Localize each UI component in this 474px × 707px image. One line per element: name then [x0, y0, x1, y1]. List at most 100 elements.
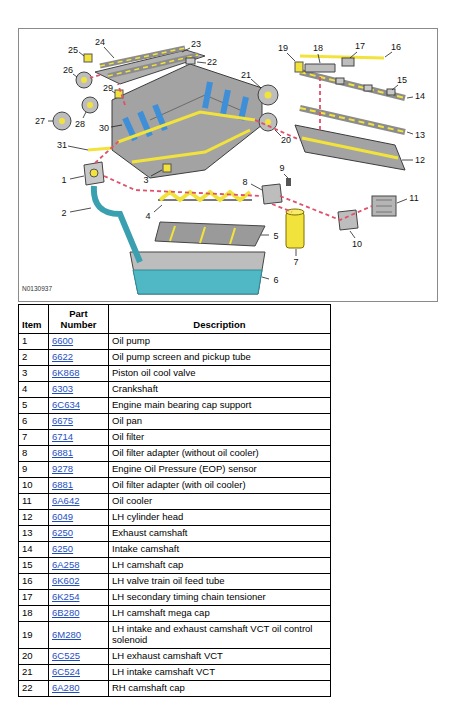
- rh-vct-gear: [82, 97, 98, 113]
- leader-line: [407, 97, 413, 98]
- rh-vct-gear: [53, 72, 98, 130]
- callout-number: 25: [68, 46, 78, 55]
- table-cell: 6675: [48, 413, 109, 430]
- item-number: 10: [22, 480, 33, 491]
- table-header: Item: [22, 320, 42, 331]
- table-cell: 6B280: [48, 605, 109, 622]
- item-number: 21: [22, 667, 33, 678]
- part-description: LH camshaft mega cap: [112, 608, 210, 619]
- callout-number: 20: [281, 136, 291, 145]
- part-number: 6C634: [52, 400, 80, 411]
- table-cell: Oil pump screen and pickup tube: [108, 349, 331, 366]
- part-number: 6250: [52, 528, 73, 539]
- leader-line: [68, 146, 88, 150]
- part-number: 6714: [52, 432, 73, 443]
- rh-vct-gear: [76, 72, 92, 88]
- callout-number: 18: [313, 44, 323, 53]
- crankshaft: [158, 164, 252, 200]
- table-cell: 3: [18, 365, 49, 382]
- table-cell: 6881: [48, 477, 109, 494]
- table-cell: 6600: [48, 333, 109, 350]
- part-number: 9278: [52, 464, 73, 475]
- part-description: Oil filter: [112, 432, 144, 443]
- item-number: 2: [22, 352, 27, 363]
- table-cell: 6: [18, 413, 49, 430]
- table-cell: 6250: [48, 525, 109, 542]
- part-number: 6K602: [52, 576, 79, 587]
- bearing-cap-support: [230, 228, 235, 244]
- table-cell: 6M280: [48, 621, 109, 649]
- part-description: Engine Oil Pressure (EOP) sensor: [112, 464, 257, 475]
- part-number: 6881: [52, 480, 73, 491]
- item-number: 12: [22, 512, 33, 523]
- oil-filter: [262, 184, 282, 204]
- lh-vct-gear: [265, 119, 271, 125]
- leader-line: [48, 47, 413, 279]
- oil-filter: [286, 178, 291, 186]
- callout-number: 26: [63, 66, 73, 75]
- table-cell: Piston oil cool valve: [108, 365, 331, 382]
- callout-number: 14: [415, 92, 425, 101]
- table-cell: Engine main bearing cap support: [108, 397, 331, 414]
- table-cell: LH camshaft cap: [108, 557, 331, 574]
- rh-cylinder-head: [186, 58, 195, 64]
- leader-line: [287, 53, 295, 61]
- leader-line: [262, 277, 269, 279]
- oil-pan: [133, 270, 262, 294]
- figure-frame: [19, 29, 438, 302]
- table-cell: 21: [18, 664, 49, 681]
- table-cell: 6622: [48, 349, 109, 366]
- lh-cylinder-head: [300, 108, 405, 132]
- oil-flow-line: [104, 176, 262, 196]
- oil-pan: [130, 252, 265, 294]
- oil-flow-line: [90, 75, 372, 220]
- callout-number: 28: [75, 120, 85, 129]
- item-number: 11: [22, 496, 32, 507]
- oil-pump: [90, 169, 98, 177]
- table-cell: 6C525: [48, 648, 109, 665]
- item-number: 5: [22, 400, 27, 411]
- leader-line: [79, 52, 84, 56]
- table-cell: 6A280: [48, 680, 109, 697]
- table-cell: 11: [18, 493, 49, 510]
- part-description: LH camshaft cap: [112, 560, 183, 571]
- item-number: 9: [22, 464, 27, 475]
- part-description: Engine main bearing cap support: [112, 400, 251, 411]
- part-description: Oil cooler: [112, 496, 152, 507]
- callout-number: 17: [355, 42, 365, 51]
- engine-block: [205, 82, 210, 108]
- leader-line: [197, 62, 206, 63]
- part-description: Oil pump screen and pickup tube: [112, 352, 251, 363]
- item-number: 22: [22, 683, 33, 694]
- oil-flow-line: [255, 120, 300, 140]
- callout-number: 2: [61, 209, 66, 218]
- lh-cylinder-head: [336, 78, 344, 84]
- leader-line: [70, 176, 84, 179]
- oil-flow-line: [118, 84, 125, 105]
- part-number: 6A280: [52, 683, 79, 694]
- table-cell: 6250: [48, 541, 109, 558]
- lh-cylinder-head: [387, 89, 395, 95]
- item-number: 4: [22, 384, 27, 395]
- lh-vct-gear: [265, 92, 272, 99]
- leader-line: [182, 48, 190, 52]
- table-cell: 17: [18, 589, 49, 606]
- leader-line: [251, 79, 261, 88]
- table-cell: Oil pump: [108, 333, 331, 350]
- table-cell: 6A642: [48, 493, 109, 510]
- part-description: Crankshaft: [112, 384, 158, 395]
- item-number: 13: [22, 528, 33, 539]
- table-cell: 6K254: [48, 589, 109, 606]
- table-cell: Oil filter adapter (without oil cooler): [108, 445, 331, 462]
- table-cell: Oil pan: [108, 413, 331, 430]
- item-number: 1: [22, 336, 27, 347]
- callout-number: 3: [143, 176, 148, 185]
- lh-cylinder-head: [302, 138, 398, 158]
- bearing-cap-support: [170, 226, 175, 241]
- callout-number: 29: [103, 84, 113, 93]
- oil-pump: [84, 162, 104, 185]
- part-number: 6B280: [52, 608, 79, 619]
- item-number: 14: [22, 544, 33, 555]
- rh-cylinder-head: [84, 54, 92, 62]
